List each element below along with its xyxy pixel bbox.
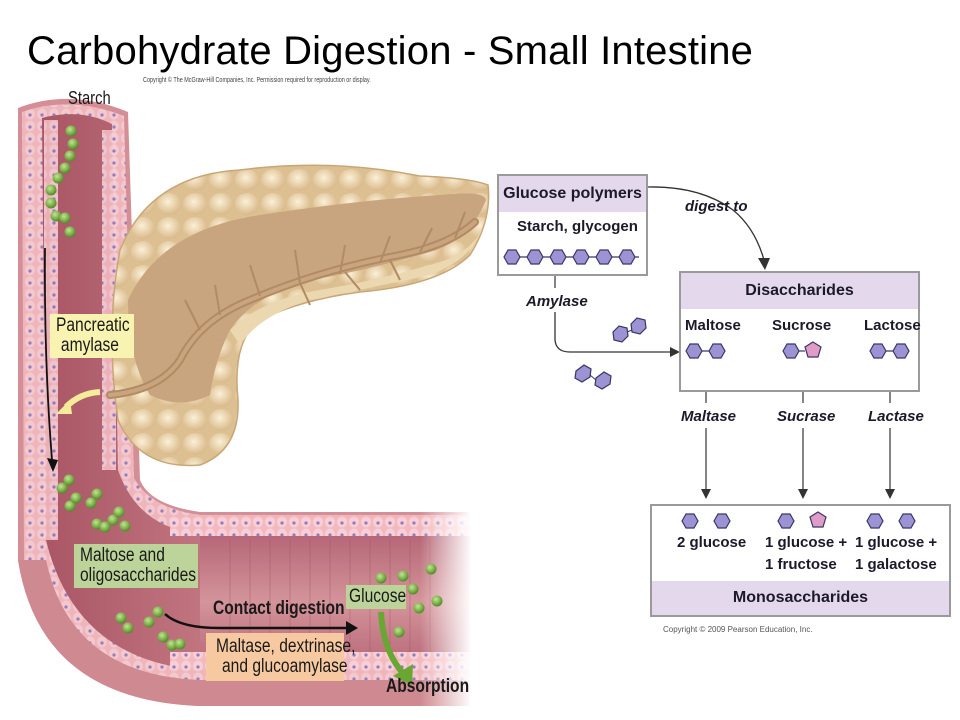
- maltase-arrowhead-icon: [701, 489, 711, 499]
- absorption-label: Absorption: [386, 676, 470, 697]
- page-title: Carbohydrate Digestion - Small Intestine: [27, 29, 754, 73]
- copyright-mcgraw-hill: Copyright © The McGraw-Hill Companies, I…: [143, 77, 371, 84]
- mono-item-3-line2: 1 galactose: [855, 556, 937, 573]
- digest-to-label: digest to: [685, 198, 748, 215]
- galactose-hexagon-icon: [898, 513, 916, 529]
- sucrase-arrowhead-icon: [798, 489, 808, 499]
- glucose-polymers-subtitle: Starch, glycogen: [517, 218, 638, 235]
- digest-to-arrow: [647, 186, 765, 261]
- amylase-label: Amylase: [526, 293, 588, 310]
- fructose-pentagon-icon: [809, 511, 827, 528]
- galactose-hexagon-icon: [892, 343, 910, 359]
- mono-item-3-line1: 1 glucose +: [855, 534, 938, 551]
- pancreatic-amylase-label: Pancreatic amylase: [50, 314, 134, 358]
- glucose-hexagon-icon: [713, 513, 731, 529]
- glucose-hexagon-icon: [681, 513, 699, 529]
- maltose-oligo-line2: oligosaccharides: [80, 565, 197, 586]
- mono-item-1-line1: 2 glucose: [677, 534, 747, 551]
- glucose-label: Glucose: [346, 585, 406, 609]
- brush-enzymes-line1: Maltase, dextrinase,: [216, 636, 356, 657]
- maltose-oligo-line1: Maltose and: [80, 545, 165, 566]
- glucose-hexagon-icon: [777, 513, 795, 529]
- maltase-label: Maltase: [681, 408, 737, 425]
- disaccharides-header: Disaccharides: [681, 273, 918, 309]
- digest-arrowhead-icon: [758, 258, 770, 270]
- monosaccharide-icons: [681, 511, 916, 529]
- pancreas: [106, 164, 490, 467]
- glucose-hexagon-icon: [869, 343, 887, 359]
- disaccharide-icons: [685, 341, 910, 359]
- contact-digestion-arrow: [164, 613, 350, 630]
- brush-enzymes-line2: and glucoamylase: [222, 656, 348, 677]
- brush-border-enzymes-label: Maltase, dextrinase, and glucoamylase: [206, 633, 356, 681]
- starch-label: Starch: [68, 88, 111, 108]
- copyright-pearson: Copyright © 2009 Pearson Education, Inc.: [663, 625, 813, 634]
- mono-item-2-line2: 1 fructose: [765, 556, 837, 573]
- absorption-arrow: [378, 611, 405, 674]
- fructose-pentagon-icon: [804, 341, 822, 358]
- arrowhead-icon: [47, 458, 58, 472]
- monosaccharides-box: 2 glucose 1 glucose + 1 fructose 1 gluco…: [650, 504, 951, 617]
- glucose-hexagon-icon: [866, 513, 884, 529]
- lactose-label: Lactose: [864, 317, 921, 334]
- polymer-chain-icon: [503, 249, 639, 265]
- disaccharides-box: Disaccharides Maltose Sucrose Lactose: [679, 271, 921, 392]
- absorption-arrowhead-icon: [393, 664, 413, 685]
- maltose-beads: [56, 474, 186, 651]
- glucose-label-text: Glucose: [349, 586, 407, 607]
- glucose-polymers-header: Glucose polymers: [499, 176, 646, 212]
- glucose-hexagon-icon: [708, 343, 726, 359]
- sucrose-label: Sucrose: [772, 317, 832, 334]
- glucose-polymers-box: Glucose polymers Starch, glycogen: [497, 174, 648, 276]
- glucose-hexagon-icon: [782, 343, 800, 359]
- lactase-label: Lactase: [868, 408, 924, 425]
- amylase-arrow: [554, 312, 672, 353]
- pancreatic-amylase-line1: Pancreatic: [56, 315, 130, 336]
- glucose-beads: [375, 563, 443, 638]
- amylase-arrowhead-icon: [670, 347, 680, 357]
- amylase-arrowhead-icon: [56, 400, 72, 414]
- flow-arrow-down: [43, 247, 53, 461]
- maltose-label: Maltose: [685, 317, 741, 334]
- maltose-oligosaccharides-label: Maltose and oligosaccharides: [74, 544, 198, 588]
- glucose-hexagon-icon: [685, 343, 703, 359]
- monosaccharides-footer: Monosaccharides: [652, 581, 949, 615]
- contact-digestion-label: Contact digestion: [213, 598, 345, 619]
- free-maltose-icons: [574, 317, 647, 390]
- mono-item-2-line1: 1 glucose +: [765, 534, 848, 551]
- sucrase-label: Sucrase: [777, 408, 836, 425]
- pancreatic-amylase-line2: amylase: [60, 335, 119, 356]
- starch-chain: [45, 125, 79, 238]
- contact-arrowhead-icon: [346, 621, 358, 635]
- lactase-arrowhead-icon: [885, 489, 895, 499]
